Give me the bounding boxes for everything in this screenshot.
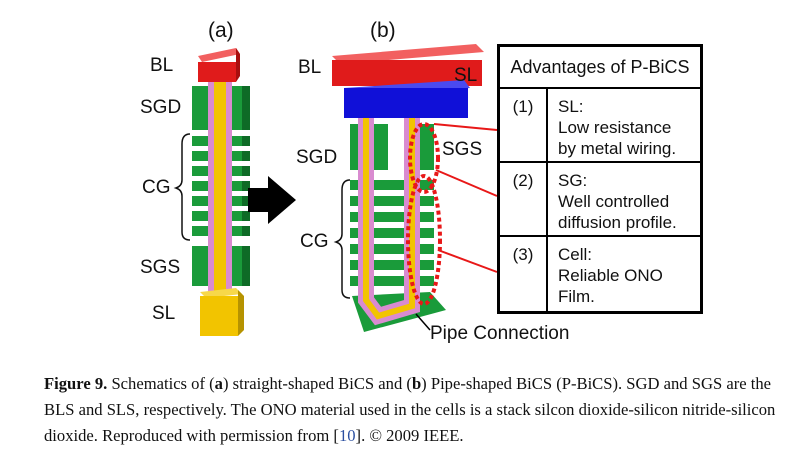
figure-graphic (173, 44, 498, 336)
label-a-sl: SL (152, 303, 176, 324)
advantage-text: Film. (558, 287, 595, 306)
sourceline-a (200, 296, 238, 336)
pipe-leader (415, 313, 431, 331)
advantage-row-3: (3) Cell: Reliable ONO Film. (500, 237, 700, 311)
advantage-num: (1) (500, 89, 548, 161)
caption-label: Figure 9. (44, 374, 108, 393)
advantages-table: Advantages of P-BiCS (1) SL: Low resista… (497, 44, 703, 314)
highlight-sgs (408, 122, 440, 194)
advantage-text: diffusion profile. (558, 213, 677, 232)
arrow-right-icon (248, 176, 296, 224)
advantage-heading: Cell: (558, 245, 593, 264)
label-b-sgd: SGD (296, 147, 338, 168)
label-a-cg: CG (142, 177, 171, 198)
connector-3 (437, 249, 498, 273)
pipe-bics-stack (332, 44, 498, 332)
panel-b-tag: (b) (370, 19, 396, 42)
label-b-sgs: SGS (442, 139, 483, 160)
advantage-num: (3) (500, 237, 548, 311)
label-a-bl: BL (150, 55, 174, 76)
panel-a-tag: (a) (208, 19, 234, 42)
bitline-a-top (198, 48, 240, 62)
advantage-heading: SL: (558, 97, 584, 116)
label-b-sl: SL (454, 65, 478, 86)
highlight-cell (406, 174, 442, 306)
label-pipe-connection: Pipe Connection (430, 323, 570, 344)
advantage-text: Reliable ONO (558, 266, 663, 285)
connector-2 (435, 169, 498, 197)
reference-link[interactable]: 10 (338, 426, 356, 445)
cg-layers-b (350, 180, 434, 286)
bitline-a (198, 62, 236, 82)
sourceline-b (344, 88, 468, 118)
advantage-row-1: (1) SL: Low resistance by metal wiring. (500, 89, 700, 163)
channel-a (214, 82, 226, 292)
cg-brace-a (173, 133, 191, 241)
label-b-bl: BL (298, 57, 322, 78)
connector-1 (433, 123, 498, 131)
advantages-title: Advantages of P-BiCS (500, 47, 700, 89)
u-channel (363, 118, 415, 320)
straight-bics-stack (192, 48, 250, 336)
advantage-text: Low resistance (558, 118, 672, 137)
advantage-text: by metal wiring. (558, 139, 677, 158)
advantage-row-2: (2) SG: Well controlled diffusion profil… (500, 163, 700, 237)
advantage-heading: SG: (558, 171, 588, 190)
advantage-num: (2) (500, 163, 548, 235)
label-a-sgd: SGD (140, 97, 182, 118)
label-a-sgs: SGS (140, 257, 181, 278)
label-b-cg: CG (300, 231, 329, 252)
figure-caption: Figure 9. Schematics of (a) straight-sha… (44, 374, 776, 445)
cg-brace-b (333, 179, 351, 299)
advantage-text: Well controlled (558, 192, 670, 211)
